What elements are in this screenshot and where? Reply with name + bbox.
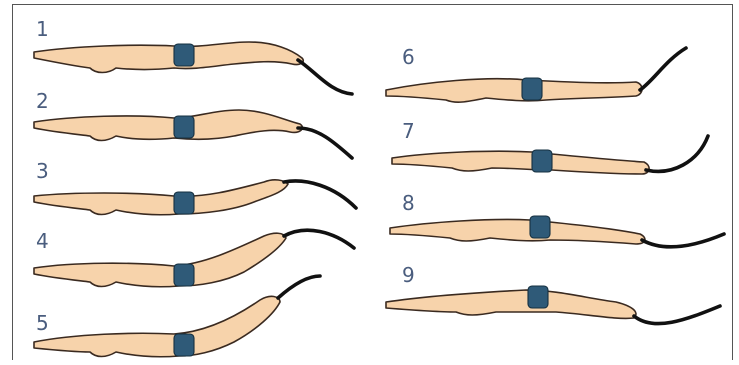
swimmer-figure (392, 136, 708, 174)
step-number: 8 (402, 191, 415, 215)
step-number: 6 (402, 45, 415, 69)
swimmer-figure (34, 276, 320, 357)
swimmer-figure (386, 48, 686, 102)
step-number: 3 (36, 159, 49, 183)
swimmer-figure (34, 180, 356, 215)
swimmer-figure (390, 216, 724, 247)
step-number: 5 (36, 311, 49, 335)
step-number: 2 (36, 89, 49, 113)
swimmer-figure (34, 42, 352, 94)
step-number: 9 (402, 263, 415, 287)
swimmer-figure (386, 286, 720, 324)
step-number: 1 (36, 17, 49, 41)
swimmer-figure (34, 110, 352, 158)
step-number: 4 (36, 229, 49, 253)
step-number: 7 (402, 119, 415, 143)
